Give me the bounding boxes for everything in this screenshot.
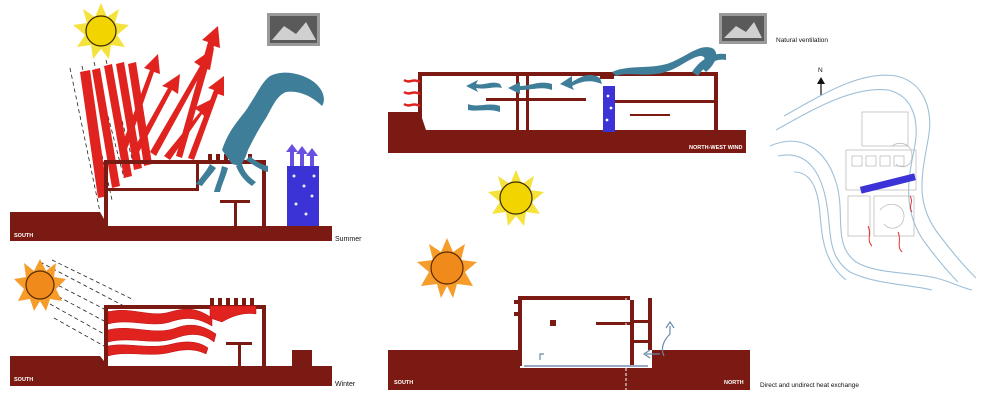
heat-exchange-caption: Direct and undirect heat exchange bbox=[760, 382, 859, 389]
site-heat-lines bbox=[867, 195, 913, 253]
summer-caption: Summer bbox=[335, 236, 362, 243]
ventilation-ground bbox=[388, 112, 746, 153]
sun-icon bbox=[73, 3, 129, 59]
winter-building bbox=[104, 298, 266, 366]
ventilation-photo-icon bbox=[719, 13, 767, 44]
winter-caption: Winter bbox=[335, 381, 356, 388]
ventilation-building bbox=[418, 72, 718, 130]
ventilation-caption: Natural ventilation bbox=[776, 37, 828, 44]
ventilation-wind bbox=[466, 47, 726, 112]
center-sun-icon bbox=[488, 170, 544, 226]
site-water-channel bbox=[859, 173, 916, 194]
ventilation-section: Natural ventilation NORTH-WEST WIND bbox=[388, 13, 828, 153]
winter-section: SOUTH Winter bbox=[10, 259, 356, 388]
winter-sun-rays bbox=[39, 259, 135, 347]
site-flow-lines bbox=[769, 74, 977, 291]
winter-sun-icon bbox=[14, 259, 66, 311]
exchange-north-label: NORTH bbox=[724, 380, 744, 386]
summer-heat-arrows bbox=[80, 26, 224, 198]
north-arrow-label: N bbox=[818, 67, 823, 74]
exchange-air-flow bbox=[539, 320, 675, 360]
exchange-sun-icon bbox=[417, 238, 477, 298]
summer-water-column bbox=[286, 144, 319, 226]
winter-south-label: SOUTH bbox=[14, 377, 33, 383]
heat-exchange-section: SOUTH NORTH Direct and undirect heat exc… bbox=[388, 238, 859, 390]
north-west-wind-label: NORTH-WEST WIND bbox=[689, 145, 742, 151]
exchange-ground bbox=[388, 350, 750, 390]
summer-building bbox=[104, 154, 266, 226]
ventilation-exhaust bbox=[403, 78, 421, 108]
summer-section: SOUTH Summer bbox=[10, 3, 362, 243]
summer-ground bbox=[10, 212, 332, 241]
exchange-building bbox=[514, 296, 652, 366]
ventilation-water-column bbox=[603, 86, 615, 132]
winter-ground bbox=[10, 350, 332, 386]
summer-cool-air bbox=[196, 72, 324, 192]
winter-warm-air bbox=[107, 305, 257, 357]
north-arrow-icon: N bbox=[817, 67, 825, 96]
exchange-south-label: SOUTH bbox=[394, 380, 413, 386]
photo-thumbnail-icon bbox=[267, 13, 320, 46]
summer-south-label: SOUTH bbox=[14, 233, 33, 239]
site-buildings bbox=[845, 111, 917, 237]
site-plan: N bbox=[769, 67, 977, 291]
